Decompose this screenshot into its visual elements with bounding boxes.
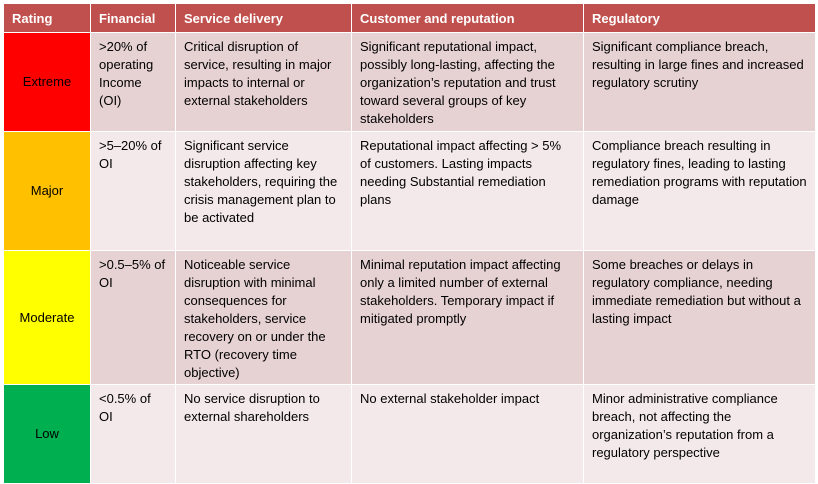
header-service-delivery: Service delivery (175, 3, 352, 33)
rating-cell: Moderate (3, 250, 91, 385)
rating-cell: Extreme (3, 32, 91, 132)
header-customer-reputation: Customer and reputation (351, 3, 584, 33)
customer-reputation-cell: Reputational impact affecting > 5% of cu… (351, 131, 584, 251)
customer-reputation-cell: Significant reputational impact, possibl… (351, 32, 584, 132)
service-delivery-cell: Significant service disruption affecting… (175, 131, 352, 251)
rating-cell: Low (3, 384, 91, 484)
header-rating: Rating (3, 3, 91, 33)
regulatory-cell: Significant compliance breach, resulting… (583, 32, 816, 132)
regulatory-cell: Compliance breach resulting in regulator… (583, 131, 816, 251)
financial-cell: >20% of operating Income (OI) (90, 32, 176, 132)
service-delivery-cell: No service disruption to external shareh… (175, 384, 352, 484)
header-financial: Financial (90, 3, 176, 33)
financial-cell: <0.5% of OI (90, 384, 176, 484)
customer-reputation-cell: No external stakeholder impact (351, 384, 584, 484)
table-row: Extreme >20% of operating Income (OI) Cr… (3, 32, 816, 132)
regulatory-cell: Minor administrative compliance breach, … (583, 384, 816, 484)
service-delivery-cell: Critical disruption of service, resultin… (175, 32, 352, 132)
service-delivery-cell: Noticeable service disruption with minim… (175, 250, 352, 385)
regulatory-cell: Some breaches or delays in regulatory co… (583, 250, 816, 385)
risk-rating-table: Rating Financial Service delivery Custom… (3, 3, 816, 484)
rating-cell: Major (3, 131, 91, 251)
financial-cell: >5–20% of OI (90, 131, 176, 251)
customer-reputation-cell: Minimal reputation impact affecting only… (351, 250, 584, 385)
header-regulatory: Regulatory (583, 3, 816, 33)
table-row: Major >5–20% of OI Significant service d… (3, 131, 816, 251)
financial-cell: >0.5–5% of OI (90, 250, 176, 385)
table-row: Low <0.5% of OI No service disruption to… (3, 384, 816, 484)
table-row: Moderate >0.5–5% of OI Noticeable servic… (3, 250, 816, 385)
header-row: Rating Financial Service delivery Custom… (3, 3, 816, 33)
